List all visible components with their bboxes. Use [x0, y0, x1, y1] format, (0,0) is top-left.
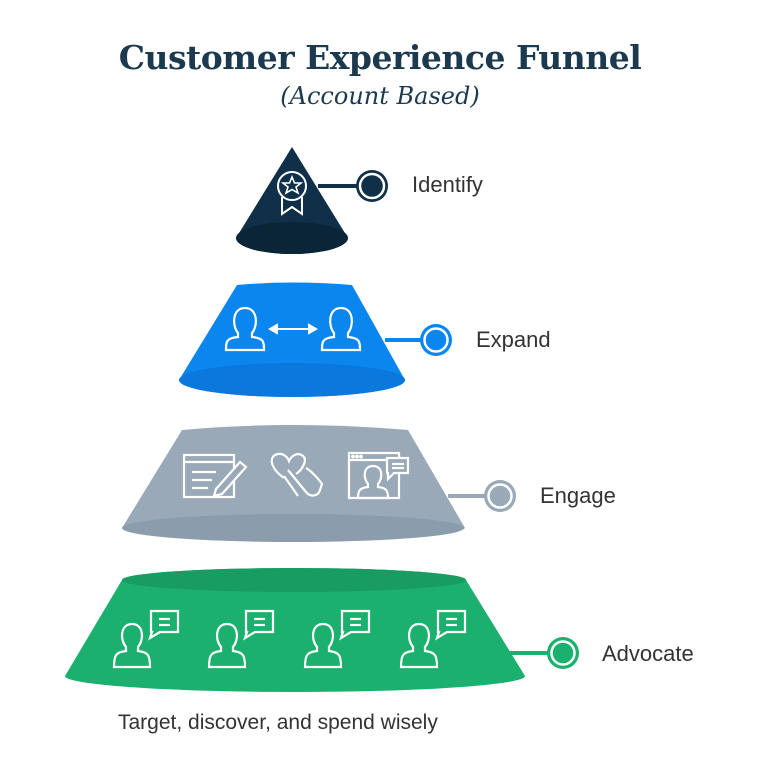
- edit-document-icon: [182, 453, 248, 499]
- user-icon: [224, 306, 266, 352]
- expand-connector: [385, 324, 452, 356]
- award-ribbon-icon: [277, 171, 307, 216]
- diagram-subtitle: (Account Based): [280, 82, 480, 110]
- stage-label-identify: Identify: [412, 172, 483, 197]
- user-chat-icon: [399, 609, 467, 669]
- video-chat-icon: [347, 451, 410, 500]
- expand-base: [179, 363, 405, 397]
- stage-identify: [236, 147, 388, 254]
- advocate-top: [122, 568, 466, 592]
- stage-label-advocate: Advocate: [602, 641, 694, 666]
- double-arrow-icon: [267, 323, 319, 335]
- user-chat-icon: [112, 609, 180, 669]
- identify-cone-base: [236, 222, 348, 254]
- identify-connector: [318, 170, 388, 202]
- stage-label-engage: Engage: [540, 483, 616, 508]
- diagram-title: Customer Experience Funnel: [118, 38, 642, 77]
- advocate-connector: [510, 637, 579, 669]
- user-chat-icon: [207, 609, 275, 669]
- user-icon: [320, 306, 362, 352]
- user-chat-icon: [303, 609, 371, 669]
- engage-base: [122, 514, 464, 542]
- stage-label-expand: Expand: [476, 327, 551, 352]
- stage-advocate: [65, 568, 579, 692]
- heart-hand-icon: [270, 452, 324, 497]
- engage-connector: [448, 480, 516, 512]
- advocate-body: [65, 568, 525, 692]
- stage-expand: [179, 282, 452, 397]
- stage-engage: [122, 425, 516, 542]
- funnel-caption: Target, discover, and spend wisely: [118, 711, 438, 734]
